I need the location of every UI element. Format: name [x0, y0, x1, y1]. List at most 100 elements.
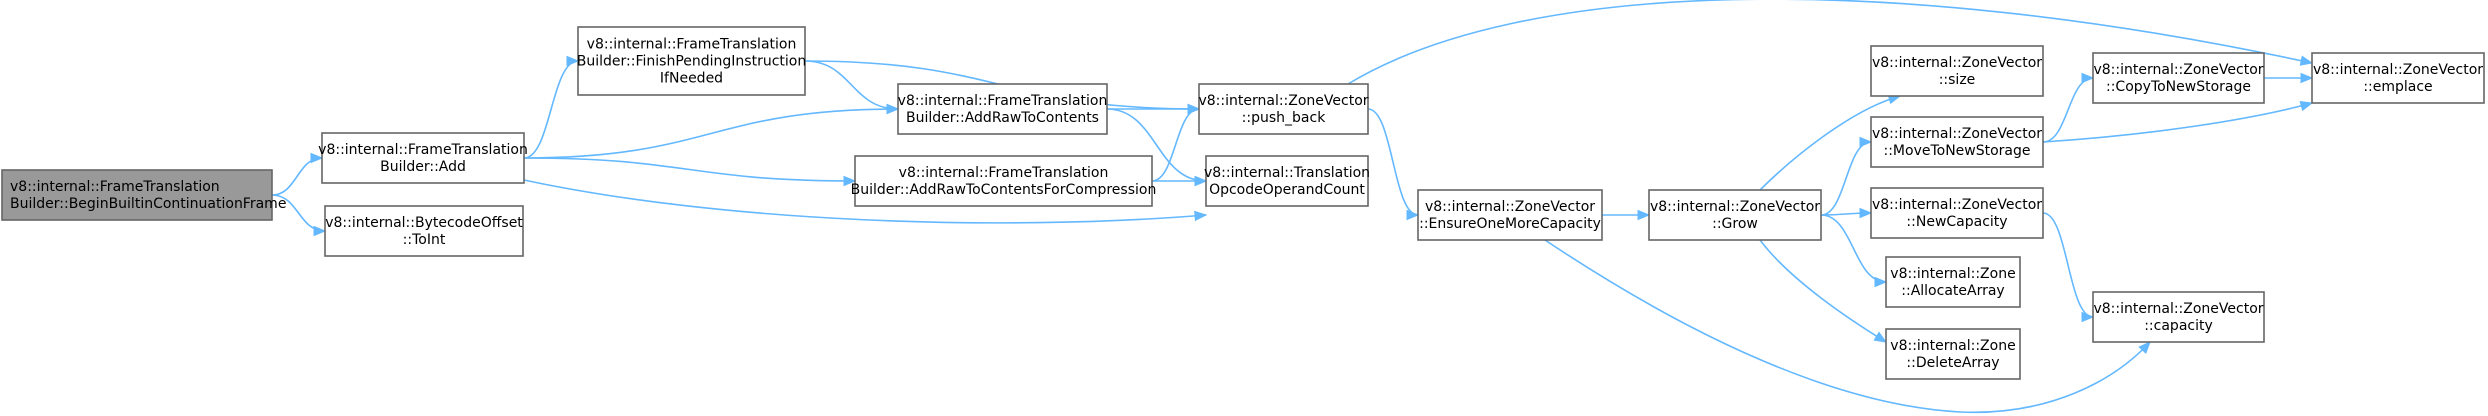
call-edges	[271, 0, 2314, 414]
node-addraw[interactable]: v8::internal::FrameTranslationBuilder::A…	[897, 83, 1108, 135]
node-label-line: ::emplace	[2363, 79, 2432, 95]
node-label-line: Builder::AddRawToContents	[906, 110, 1099, 126]
node-delete[interactable]: v8::internal::Zone::DeleteArray	[1885, 328, 2021, 380]
arrowhead	[1637, 209, 1651, 221]
node-box	[854, 155, 1153, 207]
arrowhead	[2299, 100, 2314, 112]
edge-grow-to-delete	[1759, 239, 1888, 343]
node-box	[2092, 291, 2265, 343]
node-newcap[interactable]: v8::internal::ZoneVector::NewCapacity	[1870, 187, 2044, 239]
arrowhead	[2138, 341, 2151, 355]
node-move[interactable]: v8::internal::ZoneVector::MoveToNewStora…	[1870, 116, 2044, 168]
node-box	[577, 26, 806, 96]
arrowhead	[1187, 103, 1201, 115]
node-label-line: v8::internal::ZoneVector	[2313, 62, 2483, 78]
node-label-line: v8::internal::Zone	[1890, 338, 2015, 354]
node-capacity[interactable]: v8::internal::ZoneVector::capacity	[2092, 291, 2265, 343]
edge-finish-to-addraw	[804, 60, 900, 115]
edge-pushback-to-emplace	[1347, 0, 2314, 85]
node-label-line: ::size	[1939, 72, 1976, 88]
node-box	[1885, 328, 2021, 380]
arrowhead	[1194, 175, 1208, 187]
edge-grow-to-alloc	[1820, 214, 1888, 288]
node-box	[1885, 256, 2021, 308]
node-label-line: v8::internal::FrameTranslation	[10, 179, 220, 195]
edge-ensure-to-capacity	[1544, 239, 2151, 414]
node-label-line: Builder::BeginBuiltinContinuationFrame	[10, 196, 286, 212]
node-size[interactable]: v8::internal::ZoneVector::size	[1870, 45, 2044, 97]
node-emplace[interactable]: v8::internal::ZoneVector::emplace	[2311, 52, 2485, 104]
node-addrawcomp[interactable]: v8::internal::FrameTranslationBuilder::A…	[851, 155, 1157, 207]
node-label-line: v8::internal::ZoneVector	[1872, 55, 2042, 71]
arrowhead	[886, 103, 900, 115]
arrowhead	[1406, 209, 1420, 221]
node-box	[1870, 116, 2044, 168]
node-toint[interactable]: v8::internal::BytecodeOffset::ToInt	[324, 205, 524, 257]
edge-add-to-opcount	[523, 179, 1208, 224]
node-box	[324, 205, 524, 257]
node-grow[interactable]: v8::internal::ZoneVector::Grow	[1648, 189, 1822, 241]
node-copy[interactable]: v8::internal::ZoneVector::CopyToNewStora…	[2092, 52, 2265, 104]
edge-addrawcomp-to-opcount	[1151, 175, 1208, 187]
node-label-line: v8::internal::ZoneVector	[2093, 301, 2263, 317]
node-label-line: v8::internal::ZoneVector	[1425, 199, 1595, 215]
node-pushback[interactable]: v8::internal::ZoneVector::push_back	[1198, 83, 1369, 135]
node-label-line: ::capacity	[2144, 318, 2213, 334]
arrowhead	[2300, 72, 2314, 84]
node-box	[1205, 155, 1369, 207]
arrowhead	[2299, 55, 2314, 66]
edge-add-to-finish	[523, 55, 580, 159]
arrowhead	[313, 225, 327, 237]
edge-pushback-to-ensure	[1367, 108, 1420, 221]
node-label-line: v8::internal::Zone	[1890, 266, 2015, 282]
arrowhead	[310, 152, 324, 164]
node-label-line: v8::internal::ZoneVector	[1872, 126, 2042, 142]
node-label-line: v8::internal::FrameTranslation	[587, 37, 797, 53]
node-label-line: v8::internal::FrameTranslation	[318, 142, 528, 158]
node-label-line: ::ToInt	[403, 232, 446, 248]
node-label-line: v8::internal::FrameTranslation	[898, 93, 1108, 109]
node-begin: v8::internal::FrameTranslationBuilder::B…	[1, 169, 286, 221]
node-box	[2311, 52, 2485, 104]
node-label-line: Builder::FinishPendingInstruction	[577, 54, 806, 70]
edge-addrawcomp-to-pushback	[1151, 103, 1201, 182]
edge-begin-to-add	[271, 152, 324, 196]
node-label-line: ::NewCapacity	[1906, 214, 2007, 230]
node-label-line: v8::internal::BytecodeOffset	[325, 215, 523, 231]
node-label-line: ::DeleteArray	[1906, 355, 1999, 371]
arrowhead	[1859, 136, 1873, 148]
node-label-line: v8::internal::Translation	[1204, 165, 1370, 181]
node-ensure[interactable]: v8::internal::ZoneVector::EnsureOneMoreC…	[1417, 189, 1603, 241]
node-add[interactable]: v8::internal::FrameTranslationBuilder::A…	[318, 132, 528, 184]
node-box	[1870, 45, 2044, 97]
node-box	[1, 169, 273, 221]
edge-add-to-addraw	[523, 103, 900, 159]
node-label-line: ::Grow	[1712, 216, 1758, 232]
edge-ensure-to-grow	[1602, 209, 1651, 221]
node-label-line: v8::internal::ZoneVector	[1198, 93, 1368, 109]
node-box	[1417, 189, 1603, 241]
arrowhead	[843, 175, 857, 187]
node-label-line: ::EnsureOneMoreCapacity	[1419, 216, 1601, 232]
node-box	[1198, 83, 1369, 135]
edge-newcap-to-capacity	[2042, 212, 2095, 323]
node-label-line: ::AllocateArray	[1901, 283, 2004, 299]
edge-move-to-emplace	[2042, 100, 2314, 143]
node-box	[1870, 187, 2044, 239]
node-label-line: v8::internal::ZoneVector	[2093, 62, 2263, 78]
node-label-line: ::push_back	[1242, 110, 1327, 126]
node-label-line: ::MoveToNewStorage	[1883, 143, 2030, 159]
edge-copy-to-emplace	[2264, 72, 2314, 84]
arrowhead	[1874, 276, 1888, 288]
node-finish[interactable]: v8::internal::FrameTranslationBuilder::F…	[577, 26, 806, 96]
arrowhead	[1859, 207, 1873, 219]
edge-grow-to-move	[1820, 136, 1873, 216]
node-alloc[interactable]: v8::internal::Zone::AllocateArray	[1885, 256, 2021, 308]
edge-begin-to-toint	[271, 194, 327, 237]
node-box	[897, 83, 1108, 135]
node-box	[1648, 189, 1822, 241]
node-opcount[interactable]: v8::internal::TranslationOpcodeOperandCo…	[1204, 155, 1370, 207]
node-box	[321, 132, 525, 184]
node-box	[2092, 52, 2265, 104]
